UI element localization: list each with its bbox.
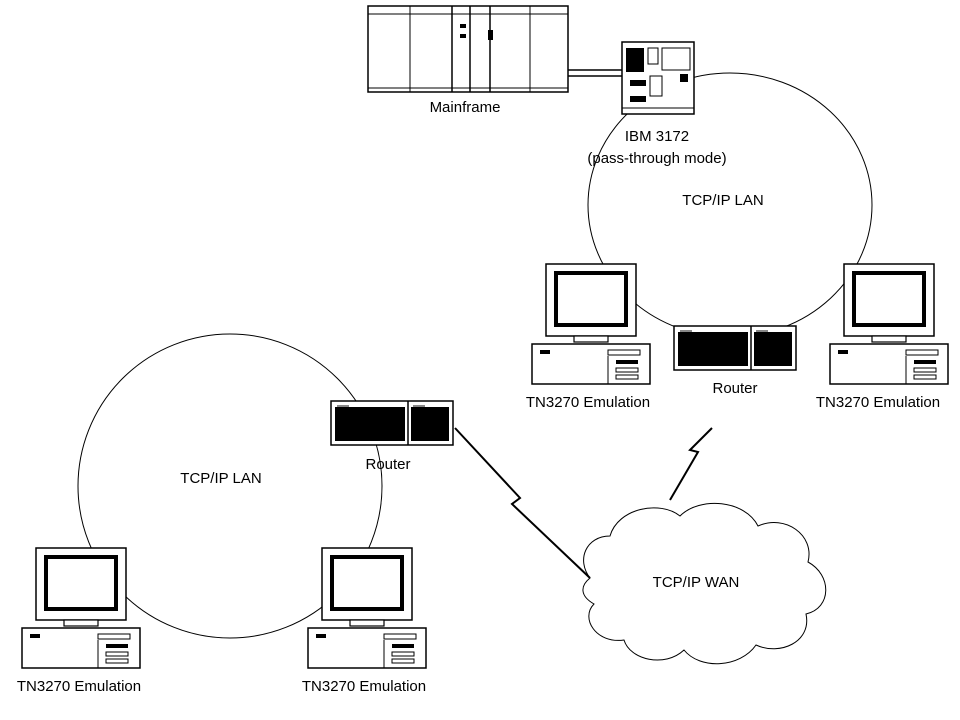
pc-bottom-left-label: TN3270 Emulation [16,678,142,695]
pc-top-right-icon [828,262,950,386]
pc-bottom-right-label: TN3270 Emulation [301,678,427,695]
lan-bottom-label: TCP/IP LAN [180,470,262,487]
wan-link-bottom [454,427,591,579]
pc-bottom-right-icon [306,546,428,670]
wan-label: TCP/IP WAN [652,574,740,591]
wan-cloud [582,502,827,665]
gateway-label-line1: IBM 3172 [624,128,690,145]
gateway-label-line2: (pass-through mode) [587,150,727,167]
router-bottom-icon [330,400,454,446]
pc-bottom-left-icon [20,546,142,670]
pc-top-right-label: TN3270 Emulation [815,394,941,411]
lan-top-label: TCP/IP LAN [682,192,764,209]
ibm-3172-icon [621,41,695,115]
lan-ring-bottom [77,333,383,639]
router-bottom-label: Router [365,456,411,473]
router-top-label: Router [712,380,758,397]
mainframe-label: Mainframe [429,99,501,116]
mainframe-icon [367,5,569,93]
router-top-icon [673,325,797,371]
pc-top-left-icon [530,262,652,386]
wan-link-top [669,427,713,501]
pc-top-left-label: TN3270 Emulation [525,394,651,411]
